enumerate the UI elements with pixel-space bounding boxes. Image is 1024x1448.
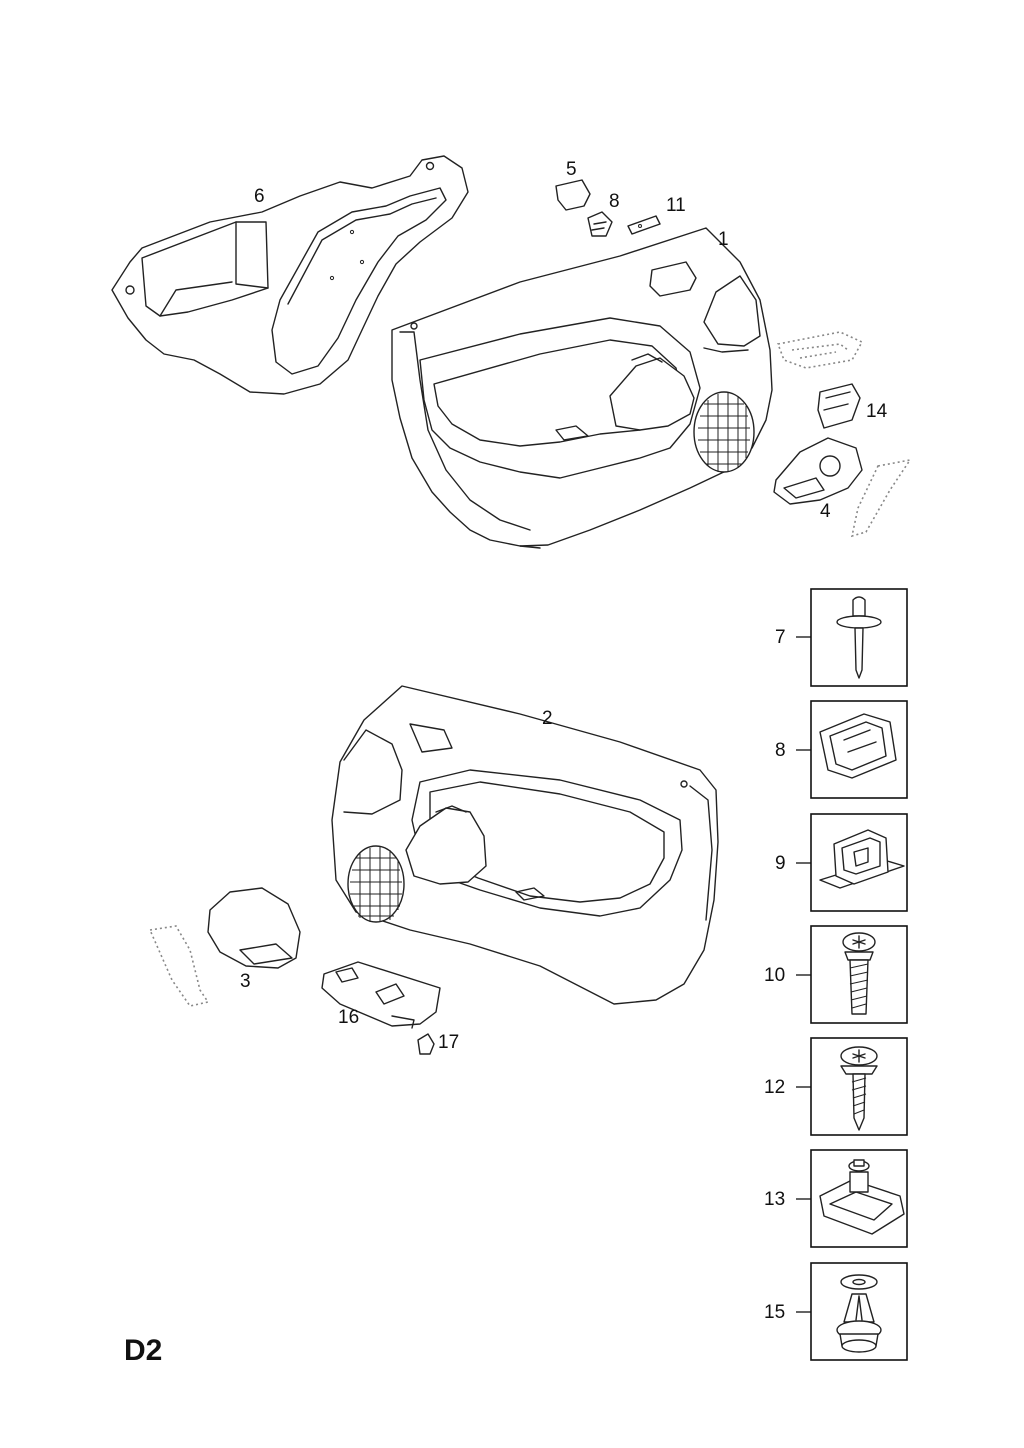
callout-2: 2 [542,708,553,729]
push-clip-icon [836,1274,882,1353]
fastener-box-7: 7 [775,588,908,687]
speaker-grille-1 [698,392,750,472]
fastener-number: 7 [775,627,786,648]
fastener-box-8: 8 [775,700,908,799]
part-16-switch-panel [321,961,441,1029]
callout-16: 16 [338,1007,359,1028]
part-1-door-trim-panel [391,227,773,549]
part-11-bracket [627,215,661,235]
dashed-seal-parts-upper [776,331,912,538]
tapping-screw-icon [840,1046,878,1131]
fastener-number: 12 [764,1077,785,1098]
callout-17: 17 [438,1032,459,1053]
part-2-door-trim-panel [331,685,719,1005]
part-6-door-membrane [111,155,469,395]
page-code: D2 [124,1334,162,1367]
fastener-number: 10 [764,965,785,986]
callout-4: 4 [820,501,831,522]
speed-nut-icon [819,1159,905,1235]
retainer-clip-icon [819,829,905,889]
callout-14: 14 [866,401,888,422]
callout-3: 3 [240,971,251,992]
fastener-number: 9 [775,853,786,874]
fastener-box-9: 9 [775,813,908,912]
fastener-number: 15 [764,1302,785,1323]
callout-5: 5 [566,159,577,180]
fastener-box-10: 10 [764,925,908,1024]
part-3-door-pull-cover [207,887,301,969]
spring-clip-icon [819,713,897,779]
speaker-grille-2 [350,846,402,922]
fastener-box-13: 13 [764,1149,908,1248]
part-17-clip [417,1033,435,1055]
dashed-seal-parts-lower [148,925,210,1007]
part-4-door-pull-cover [773,437,863,505]
fastener-box-12: 12 [764,1037,908,1136]
fastener-number: 8 [775,740,786,761]
rivet-icon [836,596,882,679]
fastener-box-15: 15 [764,1262,908,1361]
fastener-number: 13 [764,1189,785,1210]
part-5-trim-cap [555,179,591,211]
callout-6: 6 [254,186,265,207]
torx-screw-icon [842,932,876,1015]
callout-8: 8 [609,191,620,212]
part-8-clip-small [587,211,613,237]
part-callouts: 6 5 8 11 1 14 4 2 3 16 17 [240,159,888,1053]
callout-11: 11 [666,195,686,216]
part-14-switch-housing [817,383,861,429]
callout-1: 1 [718,229,729,250]
